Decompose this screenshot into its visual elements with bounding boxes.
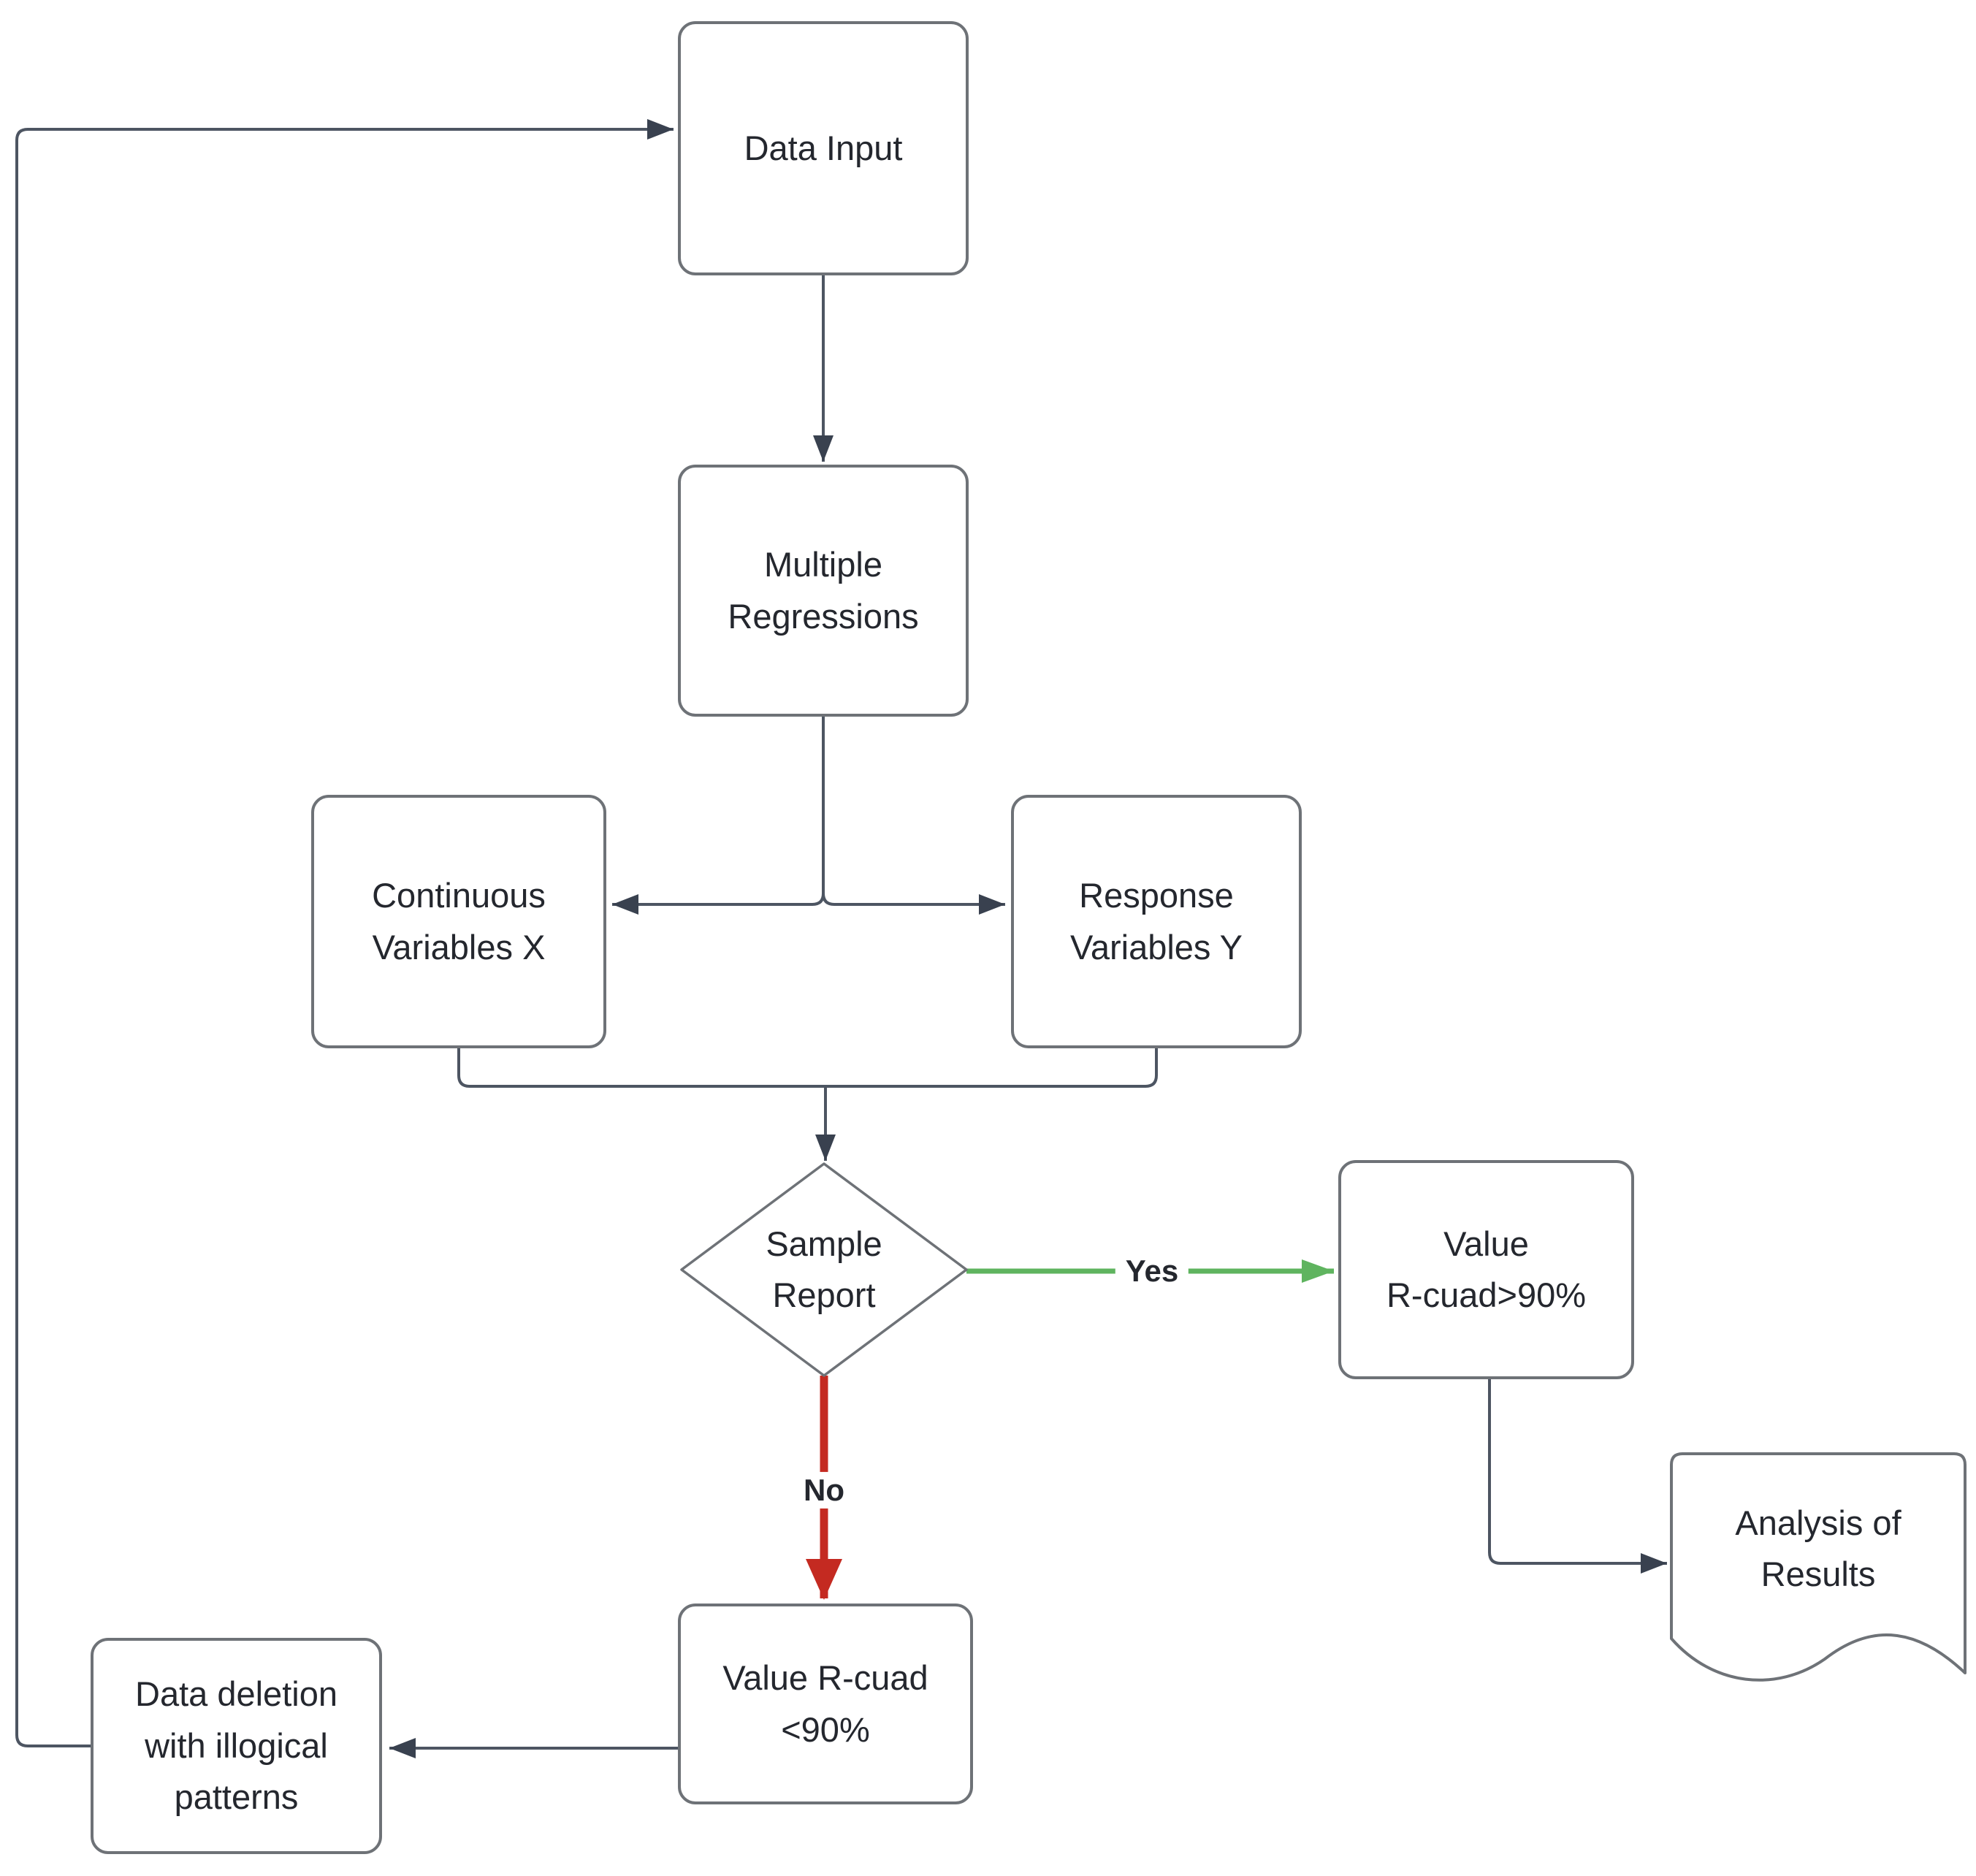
node-analysis-of-results-label: Analysis of Results (1735, 1503, 1901, 1594)
node-value-rcuad-lt-90-label: Value R-cuad <90% (722, 1658, 928, 1749)
node-sample-report-decision: Sample Report (682, 1164, 966, 1376)
node-data-deletion: Data deletion with illogical patterns (91, 1638, 382, 1854)
node-data-deletion-label: Data deletion with illogical patterns (135, 1674, 337, 1817)
edge-label-no: No (793, 1471, 855, 1509)
node-data-input: Data Input (678, 21, 969, 275)
node-continuous-variables-x: Continuous Variables X (311, 795, 606, 1048)
node-response-variables-y-label: Response Variables Y (1069, 876, 1243, 966)
node-response-variables-y: Response Variables Y (1011, 795, 1302, 1048)
edge-regressions-to-continuous (612, 717, 825, 915)
node-value-rcuad-gt-90-label: Value R-cuad>90% (1386, 1224, 1587, 1315)
edge-value-to-analysis (1488, 1379, 1667, 1574)
document-shape (1670, 1452, 1967, 1682)
edge-feedback-loop (15, 119, 674, 1747)
node-value-rcuad-gt-90: Value R-cuad>90% (1338, 1160, 1634, 1379)
node-data-input-label: Data Input (744, 128, 903, 167)
node-continuous-variables-x-label: Continuous Variables X (372, 876, 546, 966)
node-value-rcuad-lt-90: Value R-cuad <90% (678, 1604, 973, 1804)
node-multiple-regressions: Multiple Regressions (678, 465, 969, 717)
node-sample-report-label: Sample Report (766, 1224, 882, 1315)
node-analysis-of-results: Analysis of Results (1671, 1454, 1965, 1644)
edge-regressions-to-response (822, 717, 1005, 915)
edge-variables-merge-bus (457, 1048, 1158, 1088)
decision-diamond-shape (680, 1162, 968, 1377)
node-multiple-regressions-label: Multiple Regressions (728, 545, 919, 636)
edge-label-yes: Yes (1115, 1252, 1189, 1290)
